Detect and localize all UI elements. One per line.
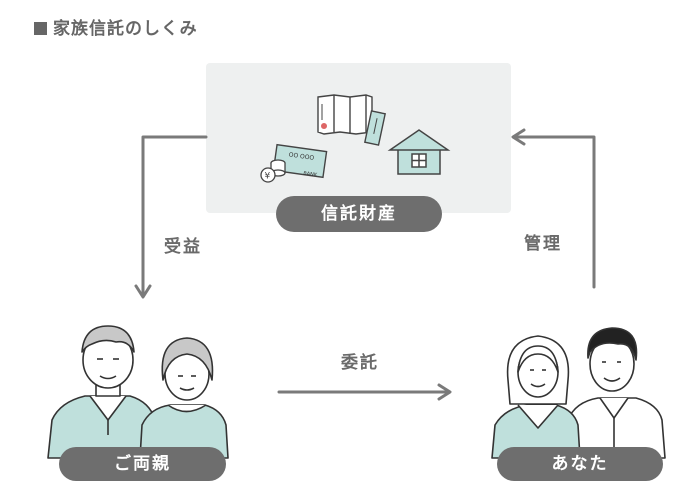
- title-text: 家族信託のしくみ: [53, 19, 198, 39]
- you-illustration: [491, 327, 666, 459]
- management-label: 管理: [524, 234, 562, 254]
- you-label: あなた: [497, 447, 663, 481]
- svg-text:BANK: BANK: [303, 171, 318, 179]
- coins-icon: ¥: [260, 159, 286, 183]
- benefit-arrow: [141, 135, 208, 298]
- passbook-icon: [363, 110, 387, 146]
- trust-assets-box: [206, 63, 511, 213]
- trust-assets-label: 信託財産: [276, 196, 442, 232]
- house-icon: [387, 129, 451, 175]
- entrustment-label: 委託: [341, 353, 379, 373]
- document-icon: [317, 94, 373, 135]
- benefit-label: 受益: [164, 237, 202, 257]
- management-arrow: [512, 135, 596, 289]
- section-title: 家族信託のしくみ: [34, 14, 198, 39]
- benefit-arrowhead: [134, 284, 152, 299]
- management-arrowhead: [511, 128, 526, 146]
- entrust-arrowhead: [437, 383, 452, 401]
- svg-text:OO OOO: OO OOO: [288, 151, 315, 162]
- parents-label: ご両親: [59, 447, 226, 481]
- bankbook-icon: OO OOO BANK: [272, 143, 328, 179]
- svg-text:¥: ¥: [265, 172, 271, 182]
- parents-illustration: [47, 325, 229, 459]
- square-bullet-icon: [34, 22, 47, 35]
